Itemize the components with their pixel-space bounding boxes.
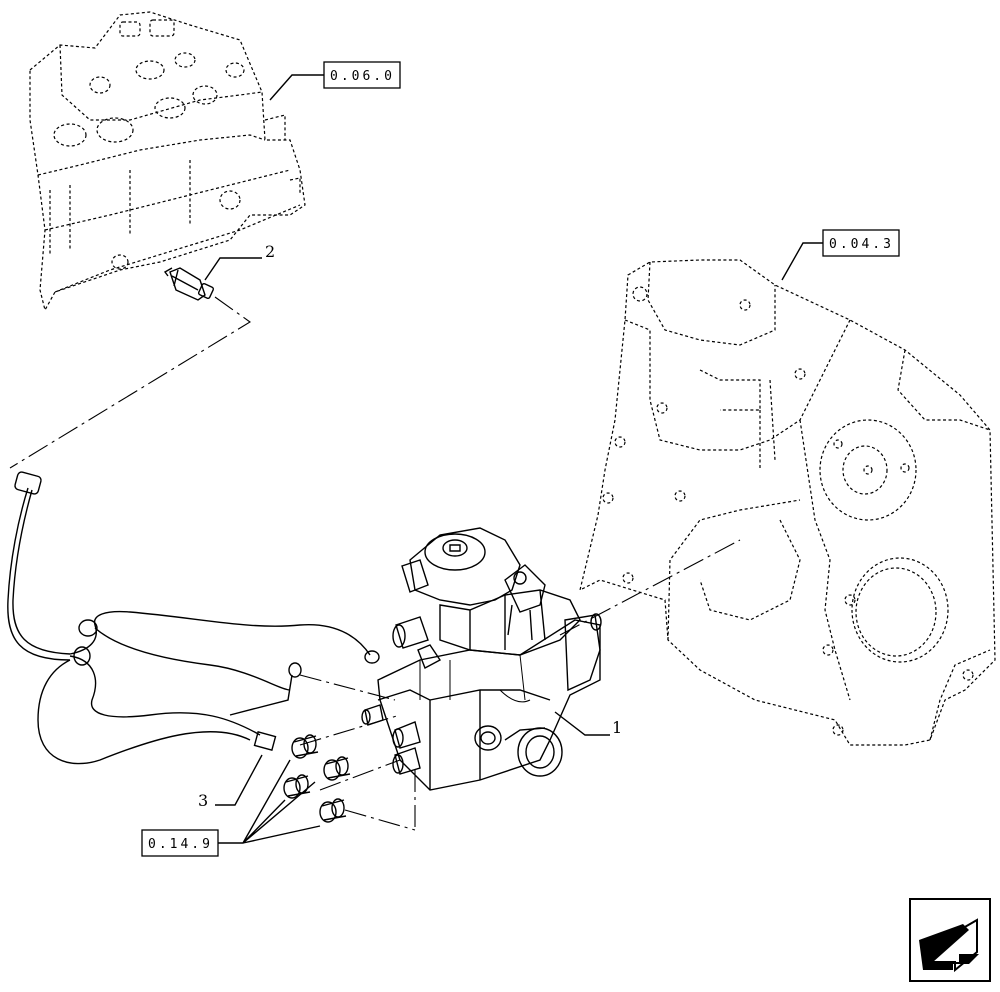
leader-ref-fittings [218, 759, 321, 844]
injection-pump-part[interactable] [361, 527, 602, 791]
callout-2: 2 [265, 242, 275, 261]
wiring-harness-part[interactable] [7, 471, 380, 765]
assembly-line-harness-pump [299, 674, 396, 701]
ref-box-fittings[interactable] [141, 829, 219, 857]
callout-1: 1 [612, 718, 622, 737]
fitting-mid-upper[interactable] [323, 756, 351, 781]
ref-box-cylinder-head[interactable] [323, 61, 401, 89]
assembly-line-fitting-lower [344, 809, 416, 831]
assembly-line-fitting-mid [319, 759, 401, 791]
assembly-line-pump-mount [559, 539, 741, 636]
ref-label-fittings[interactable]: 0.14.9 [148, 837, 213, 852]
fitting-lower[interactable] [319, 798, 347, 823]
ref-box-timing-cover[interactable] [822, 229, 900, 257]
leader-ref-timing-cover [781, 242, 823, 281]
ref-label-timing-cover[interactable]: 0.04.3 [829, 237, 894, 252]
leader-callout-3 [215, 754, 263, 806]
leader-ref-cylinder-head [269, 74, 324, 101]
temperature-sensor-part[interactable] [163, 267, 215, 301]
fitting-upper[interactable] [291, 734, 319, 759]
timing-cover-outline [579, 259, 996, 746]
leader-callout-1 [554, 711, 610, 736]
leader-callout-2 [204, 257, 262, 281]
assembly-line-sensor [9, 296, 251, 469]
fitting-mid-lower[interactable] [283, 774, 311, 799]
assembly-line-fitting-upper [299, 714, 401, 746]
callout-3: 3 [198, 791, 208, 810]
cylinder-head-outline [29, 11, 306, 312]
arrow-next-page-icon [919, 918, 979, 973]
ref-label-cylinder-head[interactable]: 0.06.0 [330, 69, 395, 84]
next-page-button[interactable] [909, 898, 991, 982]
